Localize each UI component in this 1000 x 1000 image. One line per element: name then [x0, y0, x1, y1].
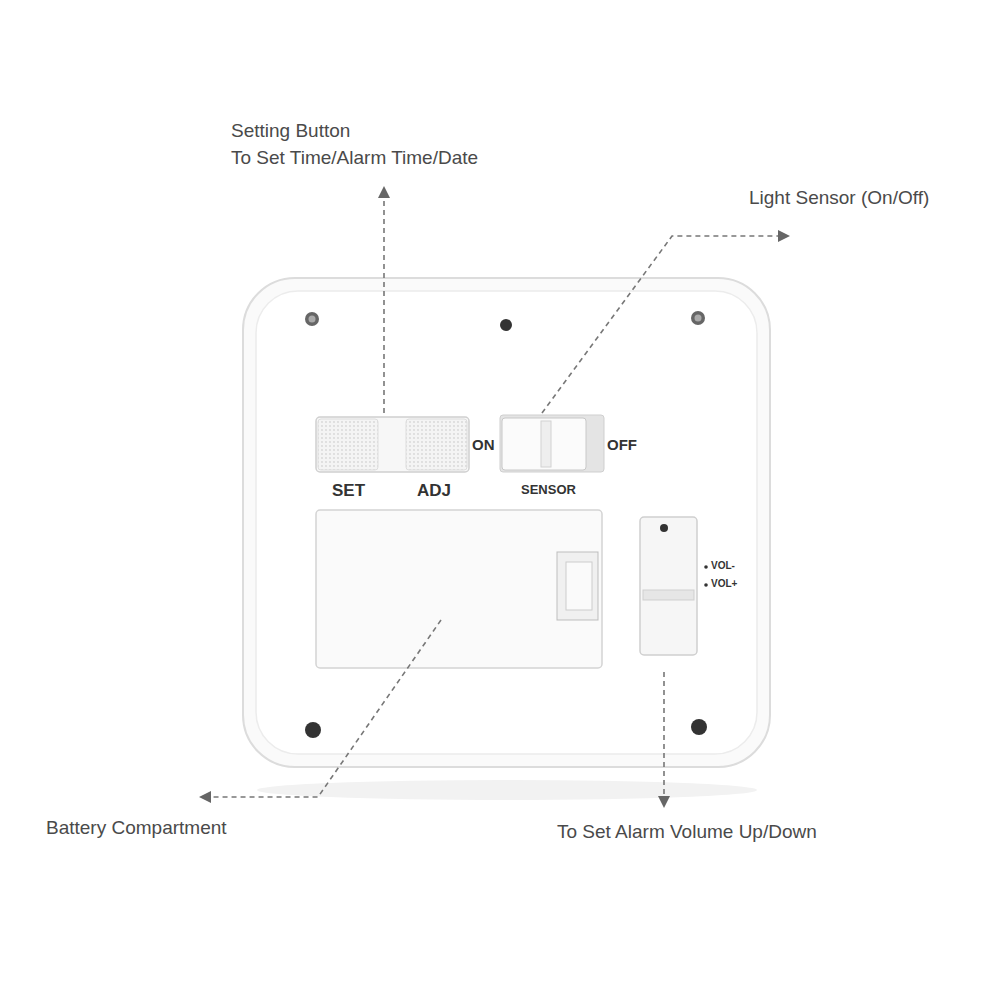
callout-text: To Set Alarm Volume Up/Down [557, 821, 817, 844]
switch-label: SENSOR [521, 482, 576, 498]
switch-label: OFF [607, 436, 637, 454]
volume-label: VOL+ [711, 578, 737, 590]
callout-text: To Set Time/Alarm Time/Date [231, 147, 478, 170]
callout-text: Light Sensor (On/Off) [749, 187, 929, 210]
callout-text: Battery Compartment [46, 817, 227, 840]
button-label: SET [332, 481, 365, 501]
switch-label: ON [472, 436, 495, 454]
callout-heading: Setting Button [231, 120, 350, 143]
volume-label: VOL- [711, 560, 735, 572]
button-label: ADJ [417, 481, 451, 501]
